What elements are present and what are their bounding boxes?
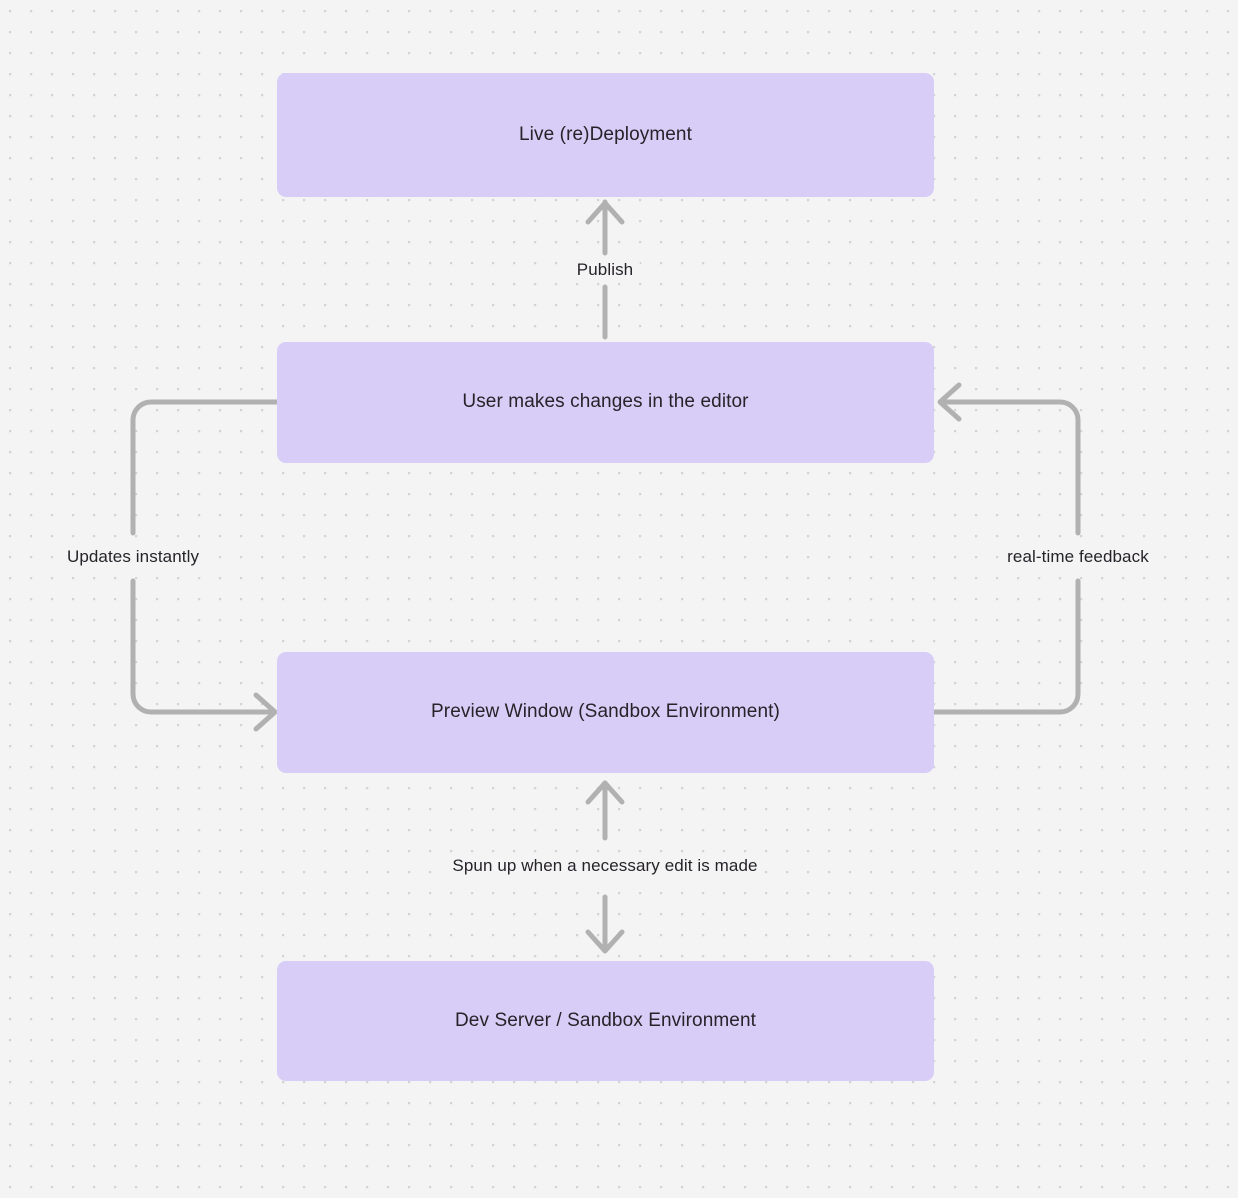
edge-feedback-upper-segment <box>938 399 1081 536</box>
edge-updates-lower-segment <box>130 578 277 715</box>
node-dev-server-sandbox-environment[interactable]: Dev Server / Sandbox Environment <box>277 961 934 1081</box>
node-user-makes-changes-in-the-editor[interactable]: User makes changes in the editor <box>277 342 934 463</box>
edge-label-publish: Publish <box>569 258 641 282</box>
node-label: Dev Server / Sandbox Environment <box>454 1009 756 1031</box>
edge-updates-arrowhead <box>253 692 278 732</box>
edge-label-updates-instantly: Updates instantly <box>59 545 207 569</box>
node-live-redeployment[interactable]: Live (re)Deployment <box>277 73 934 197</box>
edge-spun-up-arrowhead-top <box>585 780 625 805</box>
edge-updates-upper-segment <box>130 399 280 536</box>
node-label: Live (re)Deployment <box>519 123 692 145</box>
edge-publish-arrowhead <box>585 200 625 225</box>
node-label: Preview Window (Sandbox Environment) <box>431 701 780 723</box>
node-label: User makes changes in the editor <box>462 391 749 413</box>
edge-feedback-lower-segment <box>931 578 1081 715</box>
node-preview-window-sandbox-environment[interactable]: Preview Window (Sandbox Environment) <box>277 652 934 773</box>
edge-label-spun-up-when-a-necessary-edit-is-made: Spun up when a necessary edit is made <box>445 854 765 878</box>
edge-feedback-arrowhead <box>937 382 962 422</box>
edge-spun-up-arrowhead-bottom <box>585 929 625 954</box>
edge-label-real-time-feedback: real-time feedback <box>1000 545 1156 569</box>
